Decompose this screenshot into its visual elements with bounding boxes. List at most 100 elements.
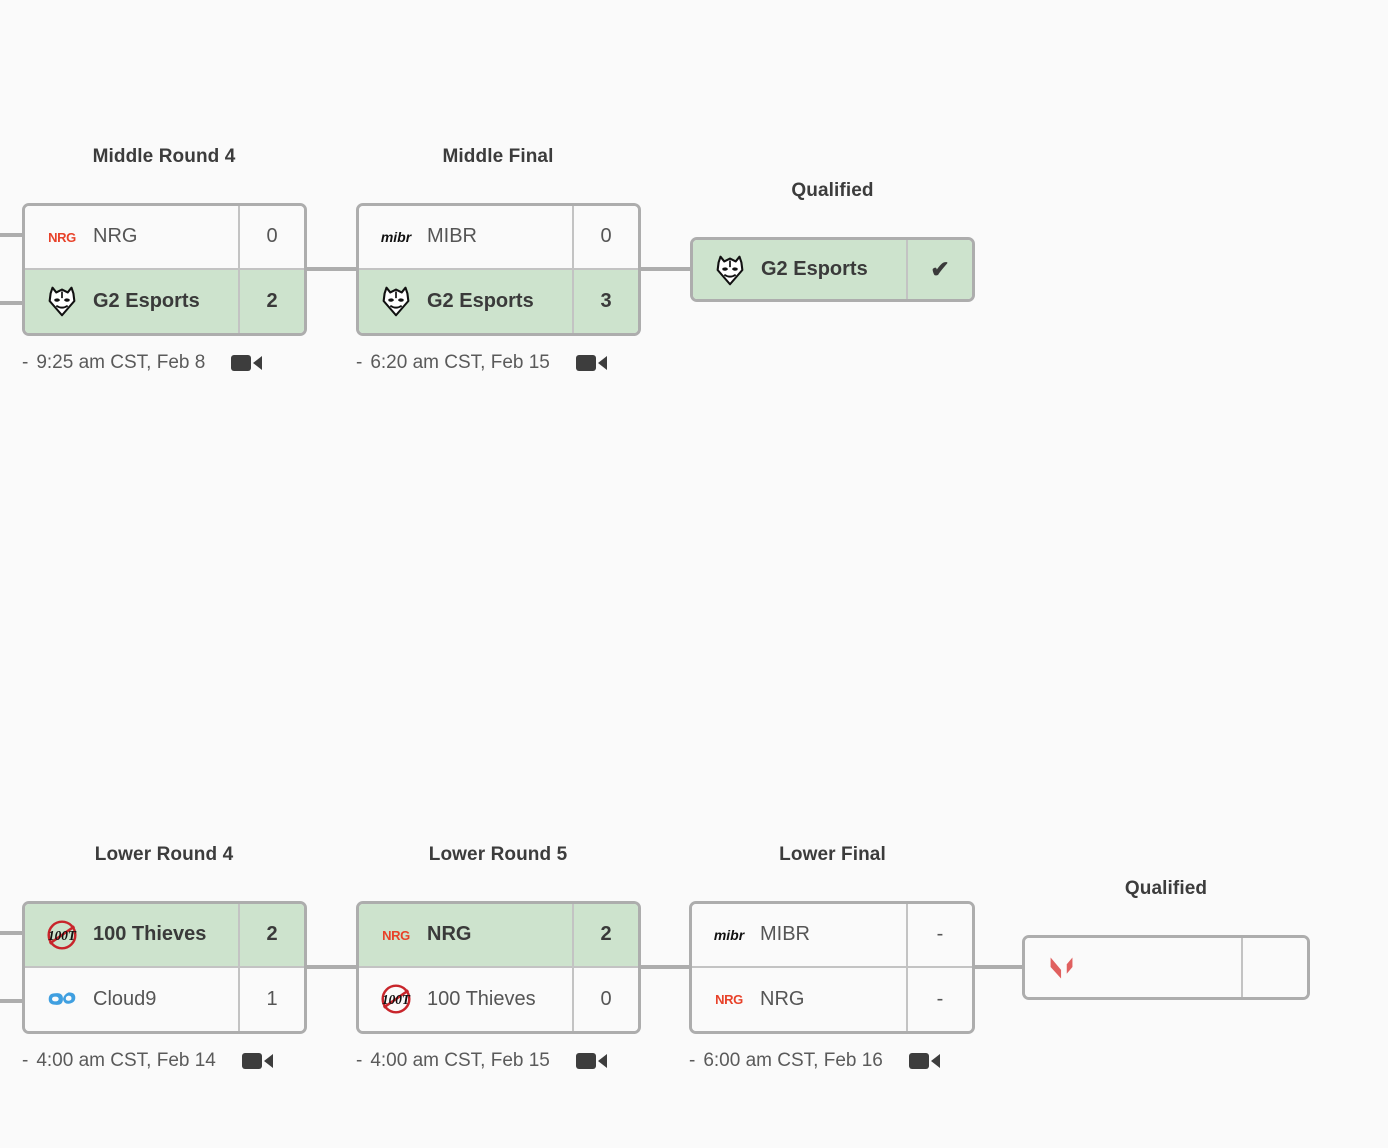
g2-logo	[42, 281, 82, 321]
video-camera-icon[interactable]	[231, 352, 263, 374]
score-cell: 2	[600, 923, 612, 946]
team-name: NRG	[93, 225, 138, 248]
video-camera-icon[interactable]	[575, 1050, 608, 1072]
match-row[interactable]: NRG NRG 2	[359, 904, 638, 968]
round-header-middle-final: Middle Final	[442, 146, 554, 167]
video-camera-icon[interactable]	[241, 1050, 274, 1072]
match-meta-middle-round-4: - 9:25 am CST, Feb 8	[22, 352, 263, 374]
cloud9-logo	[42, 979, 82, 1019]
score-cell: 0	[266, 225, 278, 248]
team-name: G2 Esports	[761, 258, 868, 280]
svg-text:mibr: mibr	[714, 927, 746, 943]
team-cell: G2 Esports	[359, 269, 574, 333]
connector-stub-upper-left-top	[0, 233, 25, 237]
team-cell: NRG NRG	[25, 206, 240, 268]
round-header-lower-round-4: Lower Round 4	[94, 844, 234, 865]
round-header-middle-round-4: Middle Round 4	[92, 146, 236, 167]
video-camera-icon[interactable]	[575, 352, 608, 374]
qualified-check-icon: ✔	[930, 256, 950, 282]
meta-time: 4:00 am CST, Feb 14	[36, 1050, 216, 1071]
match-box-lower-round-5[interactable]: NRG NRG 2 100T 100 Thieves 0	[356, 901, 641, 1034]
match-row[interactable]: Cloud9 1	[25, 967, 304, 1031]
meta-dash: -	[22, 1050, 29, 1071]
match-meta-lower-round-5: - 4:00 am CST, Feb 15	[356, 1050, 608, 1072]
team-cell: G2 Esports	[693, 240, 908, 299]
svg-text:NRG: NRG	[48, 230, 76, 245]
team-name: MIBR	[427, 225, 477, 248]
svg-text:mibr: mibr	[381, 229, 413, 245]
connector-stub-upper-left-bottom	[0, 301, 25, 305]
team-cell: 100T 100 Thieves	[359, 967, 574, 1031]
meta-dash: -	[356, 1050, 363, 1071]
g2-logo	[710, 250, 750, 290]
score-cell: 0	[600, 225, 612, 248]
team-cell: G2 Esports	[25, 269, 240, 333]
svg-text:100T: 100T	[48, 928, 77, 943]
match-row[interactable]	[1025, 938, 1307, 997]
score-cell: -	[936, 923, 944, 946]
team-name: NRG	[760, 987, 805, 1010]
meta-dash: -	[22, 352, 29, 373]
team-cell: mibr MIBR	[359, 206, 574, 268]
team-name: MIBR	[760, 923, 810, 946]
team-cell: mibr MIBR	[692, 904, 908, 966]
connector-lr4-to-lr5	[305, 965, 360, 969]
match-meta-lower-round-4: - 4:00 am CST, Feb 14	[22, 1050, 274, 1072]
match-row[interactable]: NRG NRG -	[692, 967, 972, 1031]
mibr-logo: mibr	[709, 915, 749, 955]
score-cell: 3	[600, 289, 612, 312]
connector-stub-lower-left-top	[0, 931, 25, 935]
meta-time: 4:00 am CST, Feb 15	[370, 1050, 550, 1071]
meta-time: 9:25 am CST, Feb 8	[36, 352, 206, 373]
qualified-box-lower[interactable]	[1022, 935, 1310, 1000]
match-box-middle-round-4[interactable]: NRG NRG 0 G2 Esports	[22, 203, 307, 336]
team-name: 100 Thieves	[93, 923, 207, 946]
nrg-logo: NRG	[376, 915, 416, 955]
match-row[interactable]: mibr MIBR -	[692, 904, 972, 968]
round-header-lower-round-5: Lower Round 5	[428, 844, 568, 865]
match-row[interactable]: 100T 100 Thieves 0	[359, 967, 638, 1031]
svg-text:100T: 100T	[382, 992, 411, 1007]
match-row[interactable]: mibr MIBR 0	[359, 206, 638, 270]
connector-lr5-to-lf	[638, 965, 692, 969]
hundred-thieves-logo: 100T	[42, 915, 82, 955]
meta-dash: -	[689, 1050, 696, 1071]
score-cell	[1243, 938, 1307, 997]
meta-dash: -	[356, 352, 363, 373]
meta-time: 6:20 am CST, Feb 15	[370, 352, 550, 373]
match-row[interactable]: NRG NRG 0	[25, 206, 304, 270]
match-meta-lower-final: - 6:00 am CST, Feb 16	[689, 1050, 941, 1072]
match-row[interactable]: G2 Esports ✔	[693, 240, 972, 299]
round-header-qualified-upper: Qualified	[791, 180, 874, 201]
team-name: 100 Thieves	[427, 987, 536, 1010]
match-row[interactable]: G2 Esports 3	[359, 269, 638, 333]
score-cell: 2	[266, 923, 278, 946]
team-cell: 100T 100 Thieves	[25, 904, 240, 966]
round-header-lower-final: Lower Final	[779, 844, 886, 865]
connector-mf-to-qualified	[638, 267, 692, 271]
score-cell: -	[936, 987, 944, 1010]
nrg-logo: NRG	[42, 217, 82, 257]
meta-time: 6:00 am CST, Feb 16	[703, 1050, 883, 1071]
team-name: G2 Esports	[427, 289, 534, 312]
connector-stub-lower-left-bottom	[0, 999, 25, 1003]
hundred-thieves-logo: 100T	[376, 979, 416, 1019]
team-cell: NRG NRG	[359, 904, 574, 966]
team-cell: Cloud9	[25, 967, 240, 1031]
svg-text:NRG: NRG	[382, 928, 410, 943]
connector-lf-to-qualified	[972, 965, 1024, 969]
score-cell: 1	[266, 987, 278, 1010]
match-row[interactable]: G2 Esports 2	[25, 269, 304, 333]
g2-logo	[376, 281, 416, 321]
team-cell: NRG NRG	[692, 967, 908, 1031]
svg-text:NRG: NRG	[715, 992, 743, 1007]
match-box-lower-round-4[interactable]: 100T 100 Thieves 2 Cloud9 1	[22, 901, 307, 1034]
qualified-box-upper[interactable]: G2 Esports ✔	[690, 237, 975, 302]
match-box-middle-final[interactable]: mibr MIBR 0 G2 Esports	[356, 203, 641, 336]
match-row[interactable]: 100T 100 Thieves 2	[25, 904, 304, 968]
match-box-lower-final[interactable]: mibr MIBR - NRG NRG -	[689, 901, 975, 1034]
team-name: NRG	[427, 923, 472, 946]
valorant-logo	[1042, 948, 1082, 988]
video-camera-icon[interactable]	[908, 1050, 941, 1072]
